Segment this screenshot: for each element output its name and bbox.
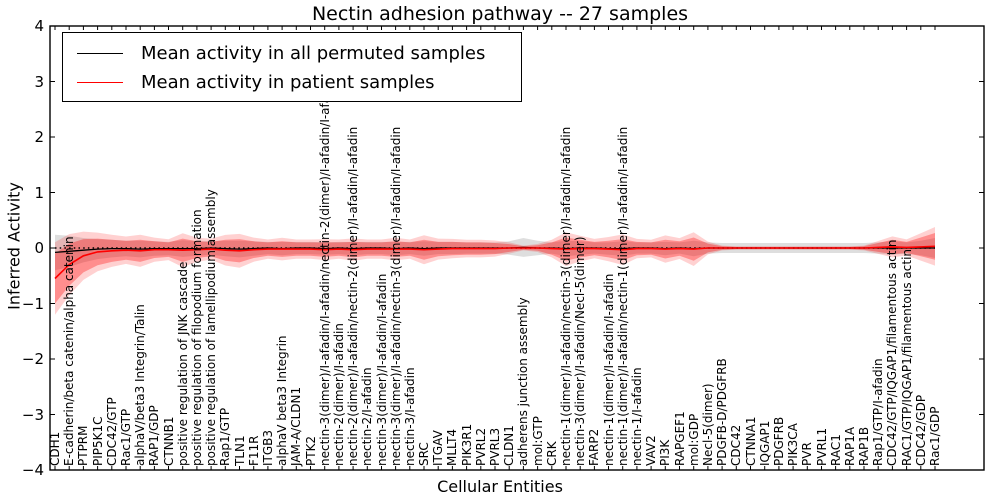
x-tick-label: E-cadherin/beta catenin/alpha catenin bbox=[62, 236, 77, 466]
x-tick-label: PVRL1 bbox=[814, 427, 829, 466]
legend-label: Mean activity in patient samples bbox=[141, 72, 435, 93]
x-tick-label: nectin-3(dimer)/I-afadin/nectin-3(dimer)… bbox=[388, 126, 403, 466]
x-tick-label: PVR bbox=[800, 442, 815, 466]
x-tick-label: RAP1A bbox=[842, 426, 857, 466]
y-axis-label: Inferred Activity bbox=[4, 182, 24, 310]
chart-title: Nectin adhesion pathway -- 27 samples bbox=[311, 3, 689, 25]
legend-label: Mean activity in all permuted samples bbox=[141, 43, 486, 64]
x-tick-label: PTPRM bbox=[76, 425, 91, 467]
x-tick-label: nectin-2(dimer)/I-afadin/nectin-2(dimer)… bbox=[346, 126, 361, 466]
y-tick-label: 0 bbox=[34, 239, 44, 257]
x-tick-label: VAV2 bbox=[644, 435, 659, 466]
x-axis-label: Cellular Entities bbox=[437, 477, 563, 496]
permuted-band bbox=[55, 234, 935, 271]
y-tick-label: −2 bbox=[21, 350, 44, 368]
x-tick-label: PI3K bbox=[658, 439, 673, 466]
y-tick-label: −1 bbox=[21, 294, 44, 313]
y-tick-label: 1 bbox=[34, 183, 44, 202]
y-tick-label: 4 bbox=[34, 17, 44, 35]
x-tick-label: adherens junction assembly bbox=[516, 297, 531, 466]
x-tick-label: nectin-1/I-afadin bbox=[629, 367, 644, 466]
x-tick-label: PIP5K1C bbox=[90, 416, 105, 466]
x-tick-label: RAP1B bbox=[857, 426, 871, 466]
plot-border bbox=[49, 25, 985, 471]
x-tick-label: Rap1/GTP/I-afadin bbox=[871, 358, 886, 466]
x-tick-label: positive regulation of JNK cascade bbox=[175, 261, 190, 466]
legend-entry: Mean activity in all permuted samples bbox=[63, 39, 521, 68]
legend-entry: Mean activity in patient samples bbox=[63, 68, 521, 97]
x-tick-label: CTNNB1 bbox=[161, 416, 176, 466]
x-tick-label: ITGB3 bbox=[260, 429, 275, 466]
x-tick-label: Necl-5(dimer) bbox=[700, 383, 715, 466]
x-tick-label: PIK3CA bbox=[786, 423, 801, 466]
x-tick-label: RAC1/GTP/IQGAP1/filamentous actin bbox=[899, 248, 914, 466]
x-tick-label: nectin-2(dimer)/I-afadin bbox=[331, 323, 346, 466]
x-tick-label: F11R bbox=[246, 435, 261, 466]
x-tick-label: RAPGEF1 bbox=[672, 411, 687, 466]
y-tick-label: −4 bbox=[21, 461, 44, 479]
x-tick-label: mol:GDP bbox=[686, 413, 701, 466]
x-tick-label: nectin-3/I-afadin bbox=[402, 367, 417, 466]
x-tick-label: FARP2 bbox=[587, 428, 602, 466]
x-tick-label: CDH1 bbox=[48, 431, 62, 466]
x-tick-label: CDC42/GTP/IQGAP1/filamentous actin bbox=[885, 239, 900, 466]
x-tick-label: alphaV beta3 Integrin bbox=[275, 335, 290, 466]
x-tick-label: Rac1/GTP bbox=[119, 408, 133, 466]
x-tick-label: PDGFB-D/PDGFRB bbox=[715, 358, 730, 466]
x-tick-label: CDC42/GTP bbox=[104, 397, 119, 466]
x-tick-label: JAM-A/CLDN1 bbox=[289, 386, 304, 466]
x-tick-label: ITGAV bbox=[431, 430, 446, 466]
x-tick-label: positive regulation of filopodium format… bbox=[189, 209, 204, 466]
x-tick-label: TLN1 bbox=[232, 435, 247, 466]
x-tick-label: nectin-1(dimer)/I-afadin/nectin-3(dimer)… bbox=[559, 126, 573, 466]
x-tick-label: nectin-3(dimer)/I-afadin/Necl-5(dimer) bbox=[573, 236, 588, 466]
y-tick-label: −3 bbox=[21, 405, 44, 424]
x-tick-label: mol:GTP bbox=[530, 416, 545, 466]
x-tick-label: SRC bbox=[417, 442, 431, 466]
x-tick-label: MLLT4 bbox=[445, 428, 460, 466]
x-tick-label: nectin-3(dimer)/I-afadin/I-afadin bbox=[374, 273, 389, 466]
x-tick-label: alphaV/beta3 Integrin/Talin bbox=[133, 304, 148, 466]
x-tick-label: PVRL3 bbox=[488, 427, 502, 466]
patient-band bbox=[55, 233, 935, 304]
x-tick-label: PVRL2 bbox=[473, 427, 488, 466]
x-tick-label: Rac1/GDP bbox=[928, 406, 942, 466]
legend-line-sample bbox=[77, 82, 123, 83]
patient-mean-line bbox=[54, 245, 936, 280]
y-tick-label: 3 bbox=[34, 72, 44, 91]
x-tick-label: CTNNA1 bbox=[743, 416, 758, 466]
x-tick-label: RAP1/GDP bbox=[147, 405, 162, 466]
x-tick-label: Rap1/GTP bbox=[218, 407, 233, 466]
x-tick-label: CDC42 bbox=[729, 424, 744, 466]
x-tick-label: CLDN1 bbox=[502, 425, 517, 466]
x-tick-label: CDC42/GDP bbox=[913, 394, 928, 466]
x-tick-label: nectin-3(dimer)/I-afadin/I-afadin/nectin… bbox=[317, 77, 332, 466]
x-tick-label: nectin-2/I-afadin bbox=[360, 367, 375, 466]
x-tick-label: IQGAP1 bbox=[757, 420, 772, 466]
x-tick-label: CRK bbox=[544, 441, 559, 466]
x-tick-label: PIK3R1 bbox=[459, 423, 474, 466]
legend-line-sample bbox=[77, 53, 123, 54]
y-tick-label: 2 bbox=[34, 128, 44, 146]
x-tick-label: PTK2 bbox=[303, 435, 318, 466]
x-tick-label: positive regulation of lamellipodium ass… bbox=[204, 189, 219, 466]
x-tick-label: RAC1 bbox=[828, 434, 843, 466]
x-tick-label: nectin-1(dimer)/I-afadin/I-afadin bbox=[601, 273, 616, 466]
x-tick-label: PDGFRB bbox=[771, 416, 786, 466]
x-tick-label: nectin-1(dimer)/I-afadin/nectin-1(dimer)… bbox=[615, 126, 630, 466]
